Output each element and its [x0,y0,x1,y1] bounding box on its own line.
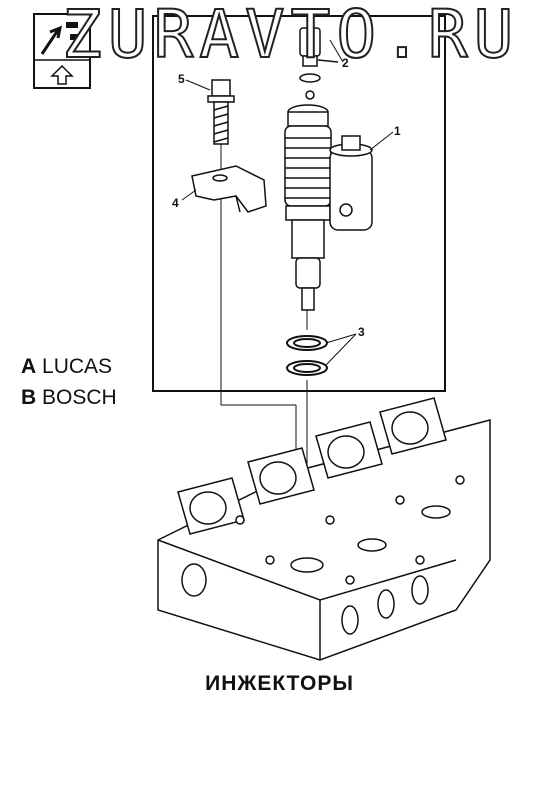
legend-letter-a: A [21,355,37,378]
legend-item-lucas: A LUCAS [21,356,112,377]
callout-4: 4 [172,196,179,210]
part-5-bolt [207,79,235,145]
legend-item-bosch: B BOSCH [21,387,117,408]
orientation-badge-icon [33,13,91,89]
callout-2: 2 [342,56,349,70]
page-title: ИНЖЕКТОРЫ [205,672,354,695]
exploded-view-frame [152,15,446,392]
injector-icon [284,104,373,311]
part-3-washers [286,335,328,376]
legend-name-lucas: LUCAS [42,355,113,378]
legend-name-bosch: BOSCH [42,386,117,409]
part-4-clamp [191,165,267,213]
part-2-cap [299,27,339,100]
callout-3: 3 [358,325,365,339]
watermark-text: ZURAVTO.RU [61,0,520,73]
callout-1: 1 [394,124,401,138]
legend-letter-b: B [21,386,37,409]
callout-5: 5 [178,72,185,86]
callout-leaders [181,39,394,366]
cylinder-head-icon [157,397,491,661]
